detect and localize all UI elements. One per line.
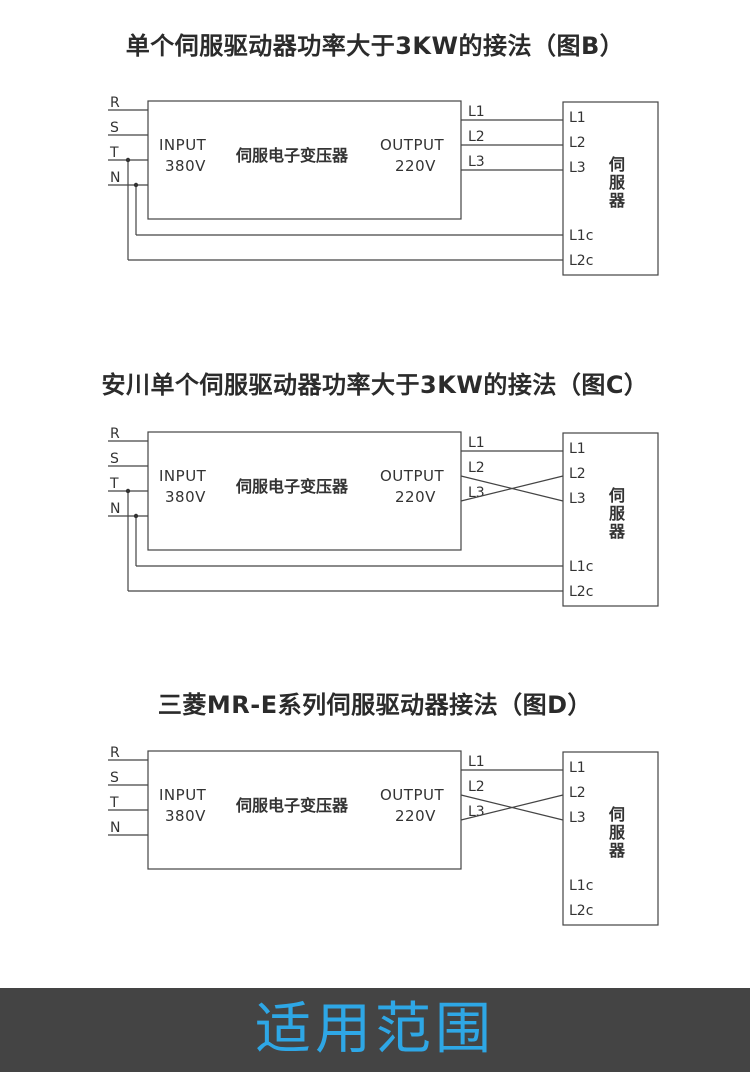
servo-control-terminal-label: L2c [569, 253, 593, 269]
input-line-label: N [110, 820, 120, 836]
transformer-name: 伺服电子变压器 [235, 146, 349, 165]
transformer-name: 伺服电子变压器 [235, 796, 349, 815]
servo-name: 服 [609, 823, 626, 842]
input-line-label: R [110, 745, 120, 761]
input-line-label: T [109, 476, 119, 492]
servo-name: 器 [608, 841, 626, 860]
servo-box [562, 751, 659, 926]
servo-control-terminal-label: L1c [569, 228, 593, 244]
input-line-label: R [110, 95, 120, 111]
input-line-label: S [110, 120, 119, 136]
transformer-box [147, 750, 462, 870]
servo-terminal-label: L1 [569, 760, 586, 776]
input-voltage: 380V [165, 157, 206, 175]
input-line-label: N [110, 501, 120, 517]
transformer-name: 伺服电子变压器 [235, 477, 349, 496]
input-voltage: 380V [165, 488, 206, 506]
output-wire-l3 [460, 475, 564, 502]
servo-terminal-label: L1 [569, 110, 586, 126]
servo-name: 服 [609, 504, 626, 523]
diagram-title: 三菱MR-E系列伺服驱动器接法（图D） [157, 691, 593, 719]
diagram-title: 单个伺服驱动器功率大于3KW的接法（图B） [125, 32, 625, 60]
output-line-label: L2 [468, 460, 485, 476]
servo-control-terminal-label: L2c [569, 584, 593, 600]
output-label: OUTPUT [380, 467, 444, 485]
input-line-label: T [109, 145, 119, 161]
output-line-label: L1 [468, 435, 485, 451]
output-label: OUTPUT [380, 136, 444, 154]
diagram-title: 安川单个伺服驱动器功率大于3KW的接法（图C） [101, 371, 649, 399]
output-wire-l3 [460, 794, 564, 821]
output-line-label: L1 [468, 104, 485, 120]
input-line-label: S [110, 770, 119, 786]
servo-name: 器 [608, 191, 626, 210]
servo-terminal-label: L1 [569, 441, 586, 457]
output-line-label: L2 [468, 779, 485, 795]
junction-dot [125, 488, 131, 494]
transformer-box [147, 431, 462, 551]
input-line-label: R [110, 426, 120, 442]
input-line-label: S [110, 451, 119, 467]
servo-control-terminal-label: L2c [569, 903, 593, 919]
input-line-label: N [110, 170, 120, 186]
servo-terminal-label: L3 [569, 810, 586, 826]
input-label: INPUT [159, 136, 207, 154]
transformer-box [147, 100, 462, 220]
output-line-label: L1 [468, 754, 485, 770]
input-label: INPUT [159, 467, 207, 485]
input-line-label: T [109, 795, 119, 811]
junction-dot [133, 182, 139, 188]
output-line-label: L3 [468, 804, 485, 820]
servo-terminal-label: L2 [569, 135, 586, 151]
junction-dot [125, 157, 131, 163]
servo-box [562, 432, 659, 607]
junction-dot [133, 513, 139, 519]
servo-name: 伺 [608, 486, 625, 505]
servo-name: 服 [609, 173, 626, 192]
footer-title: 适用范围 [255, 997, 495, 1062]
output-voltage: 220V [395, 807, 436, 825]
servo-control-terminal-label: L1c [569, 559, 593, 575]
output-voltage: 220V [395, 488, 436, 506]
servo-terminal-label: L2 [569, 785, 586, 801]
output-line-label: L3 [468, 485, 485, 501]
footer-banner: 适用范围 [0, 988, 750, 1072]
output-line-label: L3 [468, 154, 485, 170]
servo-name: 器 [608, 522, 626, 541]
servo-terminal-label: L3 [569, 160, 586, 176]
servo-control-terminal-label: L1c [569, 878, 593, 894]
servo-terminal-label: L3 [569, 491, 586, 507]
output-label: OUTPUT [380, 786, 444, 804]
servo-terminal-label: L2 [569, 466, 586, 482]
output-voltage: 220V [395, 157, 436, 175]
output-line-label: L2 [468, 129, 485, 145]
input-voltage: 380V [165, 807, 206, 825]
servo-box [562, 101, 659, 276]
servo-name: 伺 [608, 155, 625, 174]
servo-name: 伺 [608, 805, 625, 824]
input-label: INPUT [159, 786, 207, 804]
